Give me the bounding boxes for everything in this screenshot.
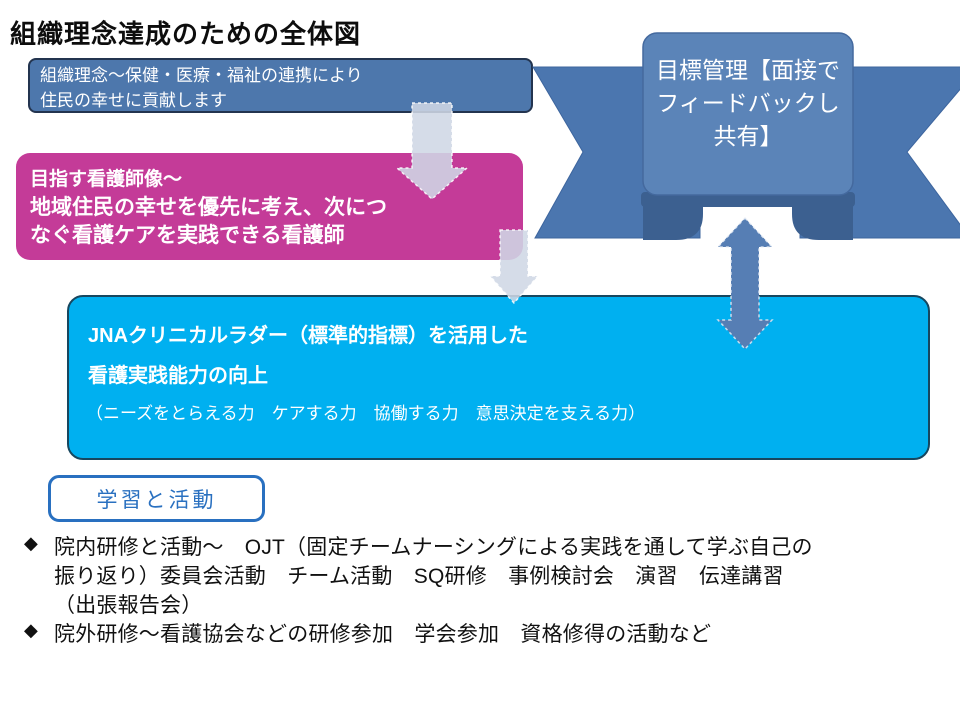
ribbon-line-2: フィードバックし [656, 90, 840, 116]
learning-label-box: 学習と活動 [48, 475, 265, 522]
ladder-line-1: JNAクリニカルラダー（標準的指標）を活用した [88, 325, 529, 347]
ribbon-left-curl [643, 200, 703, 240]
ladder-sub-line: （ニーズをとらえる力 ケアする力 協働する力 意思決定を支える力） [86, 404, 646, 423]
ladder-line-2: 看護実践能力の向上 [88, 365, 268, 387]
slide-title: 組織理念達成のための全体図 [10, 19, 362, 49]
philosophy-line-1: 組織理念～保健・医療・福祉の連携により [40, 66, 363, 85]
learning-label-text: 学習と活動 [96, 488, 217, 512]
vision-box: 目指す看護師像～ 地域住民の幸せを優先に考え、次につ なぐ看護ケアを実践できる看… [16, 153, 523, 260]
bullet-item-1-line-3: （出張報告会） [54, 594, 203, 617]
bullet-item-1-line-1: ◆ 院内研修と活動～ OJT（固定チームナーシングによる実践を通して学ぶ自己の [24, 533, 813, 559]
ladder-box: JNAクリニカルラダー（標準的指標）を活用した 看護実践能力の向上 （ニーズをと… [67, 295, 930, 460]
ribbon-fold-strip [641, 192, 855, 207]
bullet-list: ◆ 院内研修と活動～ OJT（固定チームナーシングによる実践を通して学ぶ自己の … [24, 531, 944, 647]
ribbon-line-3: 共有】 [713, 123, 783, 149]
bullet-item-2-line-1: ◆ 院外研修～看護協会などの研修参加 学会参加 資格修得の活動など [24, 620, 712, 646]
ribbon-banner-text: 目標管理【面接で フィードバックし 共有】 [643, 54, 853, 153]
vision-body-line-2: なぐ看護ケアを実践できる看護師 [30, 224, 345, 247]
vision-body: 地域住民の幸せを優先に考え、次につ なぐ看護ケアを実践できる看護師 [30, 194, 387, 250]
bullet-item-1-line-2: 振り返り）委員会活動 チーム活動 SQ研修 事例検討会 演習 伝達講習 [54, 565, 784, 588]
vision-heading: 目指す看護師像～ [30, 169, 183, 190]
vision-body-line-1: 地域住民の幸せを優先に考え、次につ [30, 196, 387, 219]
philosophy-box: 組織理念～保健・医療・福祉の連携により 住民の幸せに貢献します [28, 58, 533, 113]
diamond-bullet-icon: ◆ [24, 620, 38, 640]
philosophy-line-2: 住民の幸せに貢献します [40, 91, 227, 110]
ribbon-right-curl [792, 200, 853, 240]
diamond-bullet-icon: ◆ [24, 533, 38, 553]
ribbon-line-1: 目標管理【面接で [656, 57, 840, 83]
